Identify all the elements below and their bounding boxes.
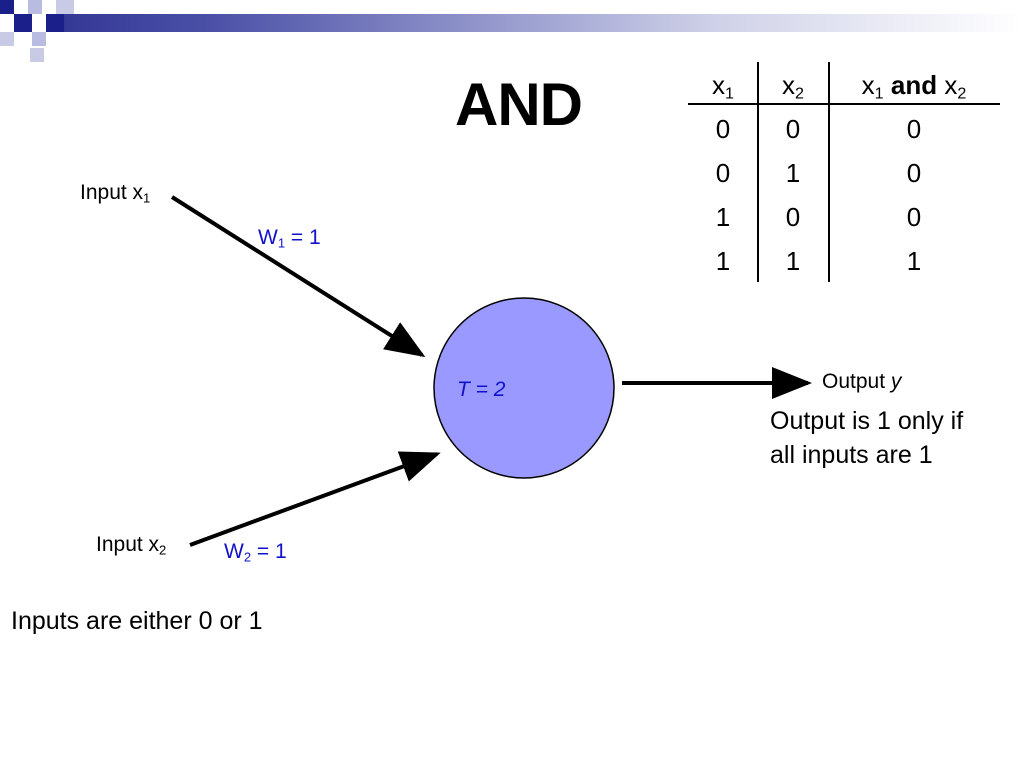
output-label: Output y — [822, 370, 902, 393]
table-column-divider — [828, 62, 830, 282]
table-header-divider — [688, 103, 1000, 105]
decor-square — [30, 48, 44, 62]
table-cell: 0 — [785, 114, 801, 144]
table-cell: 1 — [906, 246, 922, 276]
table-header-x1: x1 — [712, 70, 734, 103]
output-note-line: Output is 1 only if — [770, 407, 964, 435]
decor-square — [0, 32, 14, 46]
input2-label: Input x2 — [96, 533, 167, 558]
input2-arrow — [189, 451, 441, 547]
table-cell: 0 — [906, 114, 922, 144]
inputs-note: Inputs are either 0 or 1 — [11, 607, 263, 635]
decor-square — [56, 0, 74, 14]
weight1-label: W1 = 1 — [258, 226, 321, 251]
decor-square — [14, 0, 28, 14]
table-cell: 1 — [715, 246, 731, 276]
table-cell: 0 — [785, 202, 801, 232]
table-cell: 0 — [715, 114, 731, 144]
truth-table: x1 x2 x1 and x2 0 0 0 0 1 0 1 0 0 1 1 1 — [688, 62, 1000, 284]
table-cell: 1 — [785, 246, 801, 276]
header-band — [0, 14, 1024, 32]
decor-square — [28, 0, 42, 14]
table-cell: 0 — [906, 202, 922, 232]
decor-square — [14, 32, 32, 46]
table-cell: 0 — [906, 158, 922, 188]
weight2-label: W2 = 1 — [224, 540, 287, 565]
decor-square — [32, 32, 46, 46]
output-note-line: all inputs are 1 — [770, 441, 933, 469]
table-cell: 1 — [785, 158, 801, 188]
slide-title: AND — [455, 71, 583, 138]
neuron-circle — [433, 297, 615, 479]
table-header-x1-and-x2: x1 and x2 — [861, 70, 967, 103]
table-column-divider — [757, 62, 759, 282]
table-cell: 1 — [715, 202, 731, 232]
decor-square — [14, 14, 32, 32]
output-note: Output is 1 only if all inputs are 1 — [770, 404, 963, 472]
threshold-label: T = 2 — [457, 378, 506, 401]
input1-label: Input x1 — [80, 181, 151, 206]
table-cell: 0 — [715, 158, 731, 188]
decor-square — [46, 14, 64, 32]
table-header-x2: x2 — [782, 70, 804, 103]
decor-square — [0, 0, 14, 14]
decor-square — [0, 14, 14, 32]
decor-square — [32, 14, 46, 32]
input1-arrow — [170, 195, 426, 358]
